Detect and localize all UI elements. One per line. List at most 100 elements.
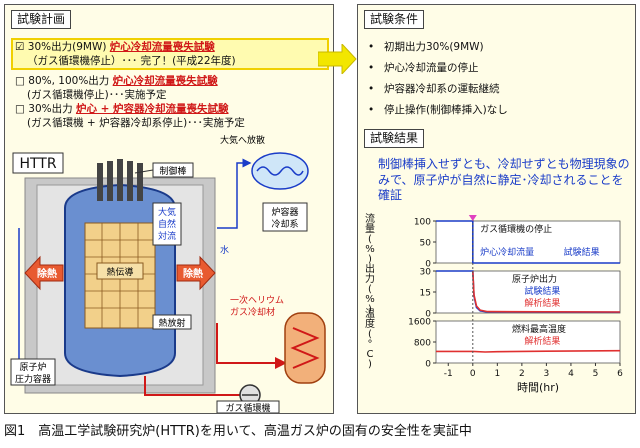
heat-radiation-label: 熱放射 — [158, 317, 185, 329]
y-axis-label-char: 温 — [365, 308, 375, 320]
y-axis-label-char: 度 — [365, 317, 375, 330]
figure-caption: 図1 高温工学試験研究炉(HTTR)を用いて、高温ガス炉の固有の安全性を実証中 — [4, 424, 472, 439]
y-tick-label: 0 — [425, 260, 431, 270]
connector-arrow-shape — [318, 44, 357, 74]
x-tick-label: 2 — [519, 369, 525, 379]
natural-convection-label-1: 大気 — [158, 206, 176, 218]
x-axis-label: 時間(hr) — [517, 381, 559, 394]
plan-2-title: 炉心冷却流量喪失試験 — [112, 75, 218, 87]
atmosphere-label: 大気へ放散 — [220, 134, 265, 146]
cooler-coil-icon — [256, 166, 304, 176]
y-axis-label-char: 出 — [365, 262, 375, 275]
control-rod-pointer — [134, 169, 154, 174]
plan-1-line-1: ☑ 30%出力(9MW) 炉心冷却流量喪失試験 — [15, 41, 215, 54]
condition-item: •炉容器冷却系の運転継続 — [368, 83, 500, 95]
plan-1-line-2: （ガス循環機停止）･･･ 完了！(平成22年度) — [27, 55, 236, 67]
y-axis-label-char: 流 — [365, 212, 375, 225]
atmosphere-cooler — [251, 152, 309, 190]
test-plan-title: 試験計画 — [11, 10, 72, 29]
y-axis-label-char: ( — [368, 329, 372, 340]
helium-pipe-return — [216, 323, 287, 369]
y-tick-label: 15 — [420, 289, 431, 299]
test-results-panel: 試験条件 •初期出力30%(9MW) •炉心冷却流量の停止 •炉容器冷却系の運転… — [357, 4, 636, 414]
y-tick-label: 0 — [425, 360, 431, 370]
heat-removal-right-arrow — [176, 255, 216, 291]
connector-arrow — [318, 44, 357, 74]
condition-item: •初期出力30%(9MW) — [368, 41, 484, 53]
pressure-vessel-box — [10, 358, 56, 386]
legend-entry: 試験結果 — [524, 285, 560, 297]
plan-3-line-2: (ガス循環機 + 炉容器冷却系停止)･･･実施予定 — [27, 117, 245, 129]
httr-label-box — [12, 152, 64, 174]
event-marker-icon — [468, 215, 477, 221]
y-axis-label-char: % — [365, 244, 375, 255]
y-tick-label: 30 — [420, 268, 432, 278]
reactor-diagram: HTTR 熱伝導 制御棒 大気 自然 — [10, 134, 326, 413]
x-tick-label: 6 — [617, 369, 623, 379]
y-tick-label: 50 — [420, 239, 432, 249]
legend-entry: 解析結果 — [524, 335, 560, 347]
condition-text-2: 炉心冷却流量の停止 — [384, 62, 479, 74]
results-title: 試験結果 — [364, 129, 425, 148]
pressure-vessel-label-1: 原子炉 — [19, 361, 46, 373]
y-axis-label-char: ) — [368, 359, 372, 370]
series-line — [436, 349, 621, 353]
event-annotation: ガス循環機の停止 — [480, 223, 552, 235]
x-tick-label: 5 — [593, 369, 599, 379]
httr-label: HTTR — [19, 156, 56, 172]
plan-2-line-1: □ 80%, 100%出力 炉心冷却流量喪失試験 — [15, 75, 218, 88]
y-axis-label-char: ° — [368, 339, 373, 350]
legend-entry: 炉心冷却流量 — [480, 246, 534, 258]
heat-removal-left-arrow — [24, 255, 64, 291]
plan-2-line-2: (ガス循環機停止)･･･実施予定 — [27, 89, 167, 101]
natural-convection-label-2: 自然 — [158, 218, 176, 230]
plan-3-prefix: 30%出力 — [28, 103, 73, 115]
y-axis-label-char: ( — [368, 234, 372, 245]
heat-removal-left-label: 除熱 — [37, 267, 57, 280]
heat-exchanger-coil-icon — [290, 327, 320, 369]
plan-3-checkbox-icon: □ — [15, 103, 25, 115]
y-axis-label-char: ( — [368, 284, 372, 295]
pressure-vessel-label-2: 圧力容器 — [15, 373, 51, 385]
legend-entry: 原子炉出力 — [512, 273, 557, 285]
chart-panel-frame — [435, 220, 621, 264]
plan-2-prefix: 80%, 100%出力 — [28, 75, 110, 87]
condition-item: •停止操作(制御棒挿入)なし — [368, 104, 508, 116]
x-tick-label: 4 — [568, 369, 574, 379]
x-tick-label: 3 — [544, 369, 550, 379]
y-axis-label-char: ) — [368, 254, 372, 265]
test-plan-panel: 試験計画 ☑ 30%出力(9MW) 炉心冷却流量喪失試験 （ガス循環機停止）･･… — [4, 4, 334, 414]
control-rod-label: 制御棒 — [159, 165, 186, 177]
plan-1-prefix: 30%出力(9MW) — [27, 41, 107, 53]
legend-entry: 試験結果 — [564, 246, 600, 258]
x-tick-label: -1 — [444, 369, 453, 379]
control-rods — [97, 159, 143, 201]
helium-label-1: 一次ヘリウム — [230, 294, 284, 306]
x-tick-label: 0 — [470, 369, 476, 379]
plan-3-line-1: □ 30%出力 炉心 + 炉容器冷却流量喪失試験 — [15, 103, 229, 116]
plan-1-checkbox-icon: ☑ — [15, 41, 25, 53]
y-tick-label: 1600 — [408, 318, 431, 328]
natural-convection-box — [152, 202, 182, 246]
y-axis-label-char: 力 — [365, 272, 375, 285]
chart-panel-frame — [435, 270, 621, 314]
results-chart: 050100流量(%)ガス循環機の停止炉心冷却流量試験結果01530出力(%)原… — [365, 212, 623, 394]
legend-entry: 燃料最高温度 — [512, 323, 566, 335]
series-line — [436, 220, 620, 264]
y-axis-label-char: 量 — [365, 223, 375, 235]
heat-conduction-box — [96, 262, 144, 280]
chart-panel-frame — [435, 320, 621, 364]
y-tick-label: 0 — [425, 310, 431, 320]
heat-exchanger — [284, 312, 326, 384]
series-line — [472, 270, 621, 313]
plan-2-checkbox-icon: □ — [15, 75, 25, 87]
water-label: 水 — [220, 244, 229, 256]
x-tick-label: 1 — [494, 369, 500, 379]
heat-removal-right-label: 除熱 — [183, 267, 203, 280]
helium-pipe-bottom — [144, 376, 245, 396]
y-axis-label-char: % — [365, 294, 375, 305]
gas-circulator-label: ガス循環機 — [225, 402, 270, 413]
vessel-cooling-label-1: 炉容器 — [271, 206, 298, 218]
gas-circulator-box — [216, 400, 280, 413]
y-tick-label: 100 — [414, 218, 431, 228]
